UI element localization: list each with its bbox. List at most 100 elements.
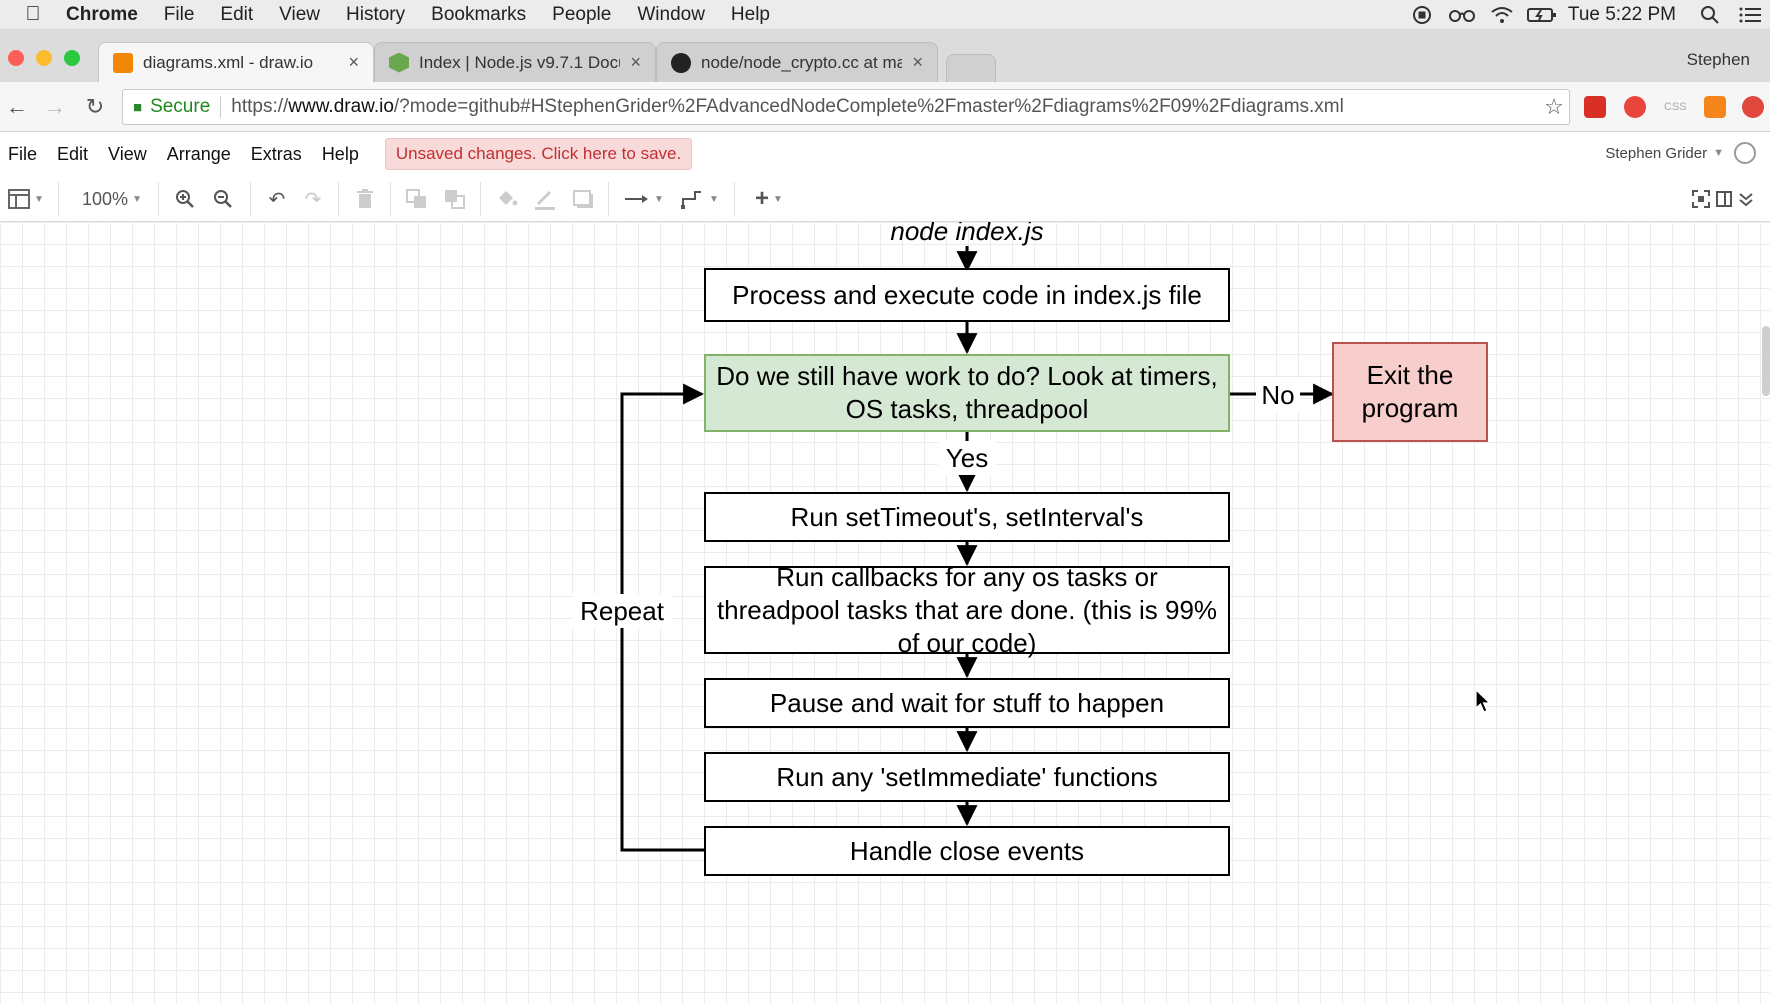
check-node-text: Do we still have work to do? Look at tim… bbox=[716, 361, 1218, 424]
repeat-edge-label[interactable]: Repeat bbox=[572, 594, 672, 628]
fullscreen-icon[interactable] bbox=[1690, 184, 1712, 214]
menu-bookmarks[interactable]: Bookmarks bbox=[431, 3, 527, 25]
menu-window[interactable]: Window bbox=[637, 3, 705, 25]
drawio-toolbar: ▼ 100%▼ ↶ ↷ ▼ ▼ +▼ bbox=[0, 176, 1770, 222]
zoom-out-icon[interactable] bbox=[208, 184, 238, 214]
battery-icon[interactable] bbox=[1522, 0, 1562, 30]
menu-app-name[interactable]: Chrome bbox=[66, 3, 138, 25]
nodejs-favicon-icon bbox=[389, 52, 409, 73]
drawio-menu-file[interactable]: File bbox=[8, 143, 38, 164]
step-pause-node[interactable]: Pause and wait for stuff to happen bbox=[704, 678, 1230, 728]
tab-close-icon[interactable]: × bbox=[912, 52, 923, 72]
extension-metamask-icon[interactable] bbox=[1704, 96, 1726, 118]
menu-people[interactable]: People bbox=[552, 3, 612, 25]
menu-edit[interactable]: Edit bbox=[220, 3, 254, 25]
tab-github[interactable]: node/node_crypto.cc at master × bbox=[656, 42, 938, 82]
forward-arrow-icon[interactable]: → bbox=[44, 94, 66, 119]
to-back-icon[interactable] bbox=[440, 184, 470, 214]
tab-close-icon[interactable]: × bbox=[630, 52, 641, 72]
window-zoom-button[interactable] bbox=[64, 50, 80, 66]
browser-tab-strip: diagrams.xml - draw.io × Index | Node.js… bbox=[0, 30, 1770, 82]
globe-icon[interactable] bbox=[1734, 142, 1756, 164]
omnibox-divider bbox=[220, 96, 222, 118]
window-close-button[interactable] bbox=[8, 50, 24, 66]
drawio-menu-edit[interactable]: Edit bbox=[57, 143, 89, 164]
delete-icon[interactable] bbox=[350, 184, 380, 214]
format-panel-icon[interactable] bbox=[1714, 184, 1734, 214]
lock-icon: ■ bbox=[133, 98, 143, 116]
user-menu[interactable]: Stephen Grider ▼ bbox=[1605, 142, 1756, 164]
shadow-icon[interactable] bbox=[568, 184, 598, 214]
menu-history[interactable]: History bbox=[346, 3, 406, 25]
step-close-events-node[interactable]: Handle close events bbox=[704, 826, 1230, 876]
zoom-in-icon[interactable] bbox=[170, 184, 200, 214]
back-arrow-icon[interactable]: ← bbox=[6, 94, 28, 119]
format-panel-toggle-icon[interactable]: ▼ bbox=[6, 184, 46, 214]
vertical-scrollbar[interactable] bbox=[1762, 326, 1770, 396]
collapse-chevron-icon[interactable] bbox=[1736, 184, 1756, 214]
drawio-menu-view[interactable]: View bbox=[108, 143, 147, 164]
no-edge-label[interactable]: No bbox=[1256, 378, 1300, 412]
undo-icon[interactable]: ↶ bbox=[268, 188, 286, 211]
line-color-icon[interactable] bbox=[530, 184, 560, 214]
menu-file[interactable]: File bbox=[163, 3, 195, 25]
spotlight-search-icon[interactable] bbox=[1690, 0, 1730, 30]
glasses-icon[interactable] bbox=[1442, 0, 1482, 30]
drawio-favicon-icon bbox=[113, 52, 133, 73]
url-domain: www.draw.io bbox=[288, 96, 394, 117]
step-callbacks-node[interactable]: Run callbacks for any os tasks or thread… bbox=[704, 562, 1230, 658]
reload-icon[interactable]: ↻ bbox=[85, 94, 105, 119]
drawio-menu-arrange[interactable]: Arrange bbox=[166, 143, 231, 164]
step-timers-text: Run setTimeout's, setInterval's bbox=[790, 501, 1144, 532]
notification-center-icon[interactable] bbox=[1730, 0, 1770, 30]
to-front-icon[interactable] bbox=[402, 184, 432, 214]
step-setimmediate-text: Run any 'setImmediate' functions bbox=[776, 761, 1158, 792]
url-prefix: https:// bbox=[231, 96, 289, 117]
browser-toolbar: ← → ↻ ■ Secure https://www.draw.io/?mode… bbox=[0, 82, 1770, 132]
waypoints-icon[interactable]: ▼ bbox=[676, 184, 724, 214]
tab-close-icon[interactable]: × bbox=[348, 52, 359, 72]
new-tab-button[interactable] bbox=[946, 54, 996, 82]
github-favicon-icon bbox=[671, 52, 691, 73]
start-label[interactable]: node index.js bbox=[890, 222, 1044, 246]
fill-color-icon[interactable] bbox=[492, 184, 522, 214]
extension-css-icon[interactable]: CSS bbox=[1664, 101, 1687, 113]
record-icon[interactable] bbox=[1402, 0, 1442, 30]
tab-title: Index | Node.js v9.7.1 Documentation bbox=[419, 52, 620, 72]
wifi-icon[interactable] bbox=[1482, 0, 1522, 30]
exit-node-text: Exit the program bbox=[1361, 360, 1459, 423]
zoom-value: 100% bbox=[82, 188, 129, 209]
browser-profile-name[interactable]: Stephen bbox=[1686, 50, 1750, 69]
url-text[interactable]: https://www.draw.io/?mode=github#HStephe… bbox=[231, 96, 1539, 118]
tab-nodejs-docs[interactable]: Index | Node.js v9.7.1 Documentation × bbox=[374, 42, 656, 82]
extension-red-icon[interactable] bbox=[1742, 96, 1764, 118]
zoom-select[interactable]: 100%▼ bbox=[82, 188, 142, 209]
menu-help[interactable]: Help bbox=[730, 3, 770, 25]
check-node[interactable]: Do we still have work to do? Look at tim… bbox=[704, 354, 1230, 432]
connection-style-icon[interactable]: ▼ bbox=[620, 184, 668, 214]
tab-drawio[interactable]: diagrams.xml - draw.io × bbox=[98, 42, 374, 82]
menu-clock[interactable]: Tue 5:22 PM bbox=[1567, 4, 1676, 25]
bookmark-star-icon[interactable]: ☆ bbox=[1544, 94, 1564, 119]
process-node-text: Process and execute code in index.js fil… bbox=[732, 279, 1202, 310]
address-bar[interactable]: ■ Secure https://www.draw.io/?mode=githu… bbox=[122, 89, 1570, 125]
apple-icon[interactable]:  bbox=[0, 3, 66, 26]
insert-plus-icon[interactable]: +▼ bbox=[755, 185, 783, 212]
drawio-menu-help[interactable]: Help bbox=[321, 143, 359, 164]
step-close-events-text: Handle close events bbox=[849, 835, 1085, 866]
step-timers-node[interactable]: Run setTimeout's, setInterval's bbox=[704, 492, 1230, 542]
process-node[interactable]: Process and execute code in index.js fil… bbox=[704, 268, 1230, 322]
step-callbacks-text: Run callbacks for any os tasks or thread… bbox=[716, 561, 1218, 658]
exit-node[interactable]: Exit the program bbox=[1332, 342, 1488, 442]
menu-view[interactable]: View bbox=[279, 3, 321, 25]
diagram-canvas[interactable]: node index.js Process and execute code i… bbox=[0, 222, 1770, 1004]
unsaved-changes-button[interactable]: Unsaved changes. Click here to save. bbox=[384, 138, 693, 170]
window-minimize-button[interactable] bbox=[36, 50, 52, 66]
redo-icon[interactable]: ↷ bbox=[304, 188, 322, 211]
yes-edge-label[interactable]: Yes bbox=[938, 441, 996, 475]
extension-lastpass-icon[interactable] bbox=[1584, 96, 1606, 118]
extension-shield-icon[interactable] bbox=[1624, 96, 1646, 118]
mouse-pointer-icon bbox=[1475, 689, 1491, 713]
step-setimmediate-node[interactable]: Run any 'setImmediate' functions bbox=[704, 752, 1230, 802]
drawio-menu-extras[interactable]: Extras bbox=[250, 143, 302, 164]
